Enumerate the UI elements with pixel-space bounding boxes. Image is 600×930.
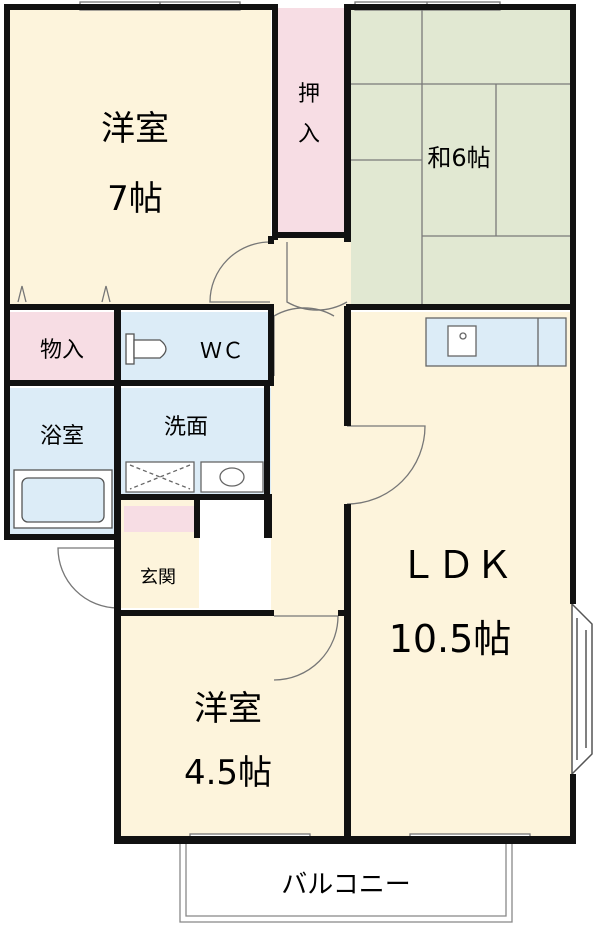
washing-machine-pan <box>125 461 195 493</box>
japanese-6-label: 和6帖 <box>427 144 490 172</box>
oshiire-label-1: 押 <box>298 82 320 107</box>
ldk-size: 10.5帖 <box>389 617 512 661</box>
bathroom-label: 浴室 <box>40 424 84 449</box>
kitchen-counter <box>425 317 567 367</box>
western-7-size: 7帖 <box>107 179 163 219</box>
toilet <box>125 333 167 365</box>
door-swings <box>17 241 426 681</box>
ldk-name: ＬＤＫ <box>399 543 513 587</box>
western-45-floor <box>121 612 346 840</box>
walls <box>4 4 576 844</box>
tatami-floor <box>351 8 572 308</box>
balcony-label: バルコニー <box>281 870 410 900</box>
western-7-name: 洋室 <box>101 109 169 149</box>
bathtub <box>13 469 113 529</box>
western-45-name: 洋室 <box>194 689 262 729</box>
entrance-step <box>124 506 194 532</box>
storage-floor <box>8 312 116 384</box>
bay-window <box>571 602 593 776</box>
storage-label: 物入 <box>40 338 84 363</box>
tatami-lines <box>351 10 572 306</box>
western-7-floor <box>8 8 271 308</box>
washroom-label: 洗面 <box>164 415 208 440</box>
wash-basin <box>200 461 264 493</box>
oshiire-label-2: 入 <box>298 122 320 147</box>
entrance-label: 玄関 <box>140 567 176 588</box>
balcony <box>179 842 513 923</box>
oshiire-floor <box>276 8 346 236</box>
hall-floor <box>271 236 351 616</box>
wc-label: ＷＣ <box>200 339 244 364</box>
western-45-size: 4.5帖 <box>184 753 272 793</box>
ldk-floor <box>351 312 572 840</box>
